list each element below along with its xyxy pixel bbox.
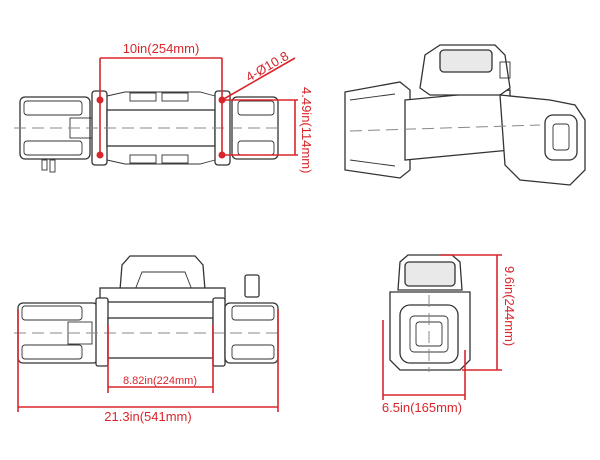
- side-height-label: 9.6in(244mm): [502, 266, 517, 346]
- overall-length-label: 21.3in(541mm): [104, 409, 191, 424]
- drum-length-label: 8.82in(224mm): [123, 375, 197, 387]
- side-width-label: 6.5in(165mm): [382, 400, 462, 415]
- iso-drum: [404, 89, 511, 161]
- front-view: 8.82in(224mm) 21.3in(541mm): [14, 255, 282, 424]
- side-view: 9.6in(244mm) 6.5in(165mm): [382, 254, 517, 415]
- solenoid-post: [244, 274, 260, 298]
- mount-hole: [96, 151, 104, 159]
- top-width-label: 10in(254mm): [123, 41, 200, 56]
- control-box: [119, 255, 206, 291]
- top-view: 10in(254mm) 4-Ø10.8 4.49in(114mm): [14, 41, 314, 173]
- isometric-view: [344, 44, 586, 186]
- hole-spec-label: 4-Ø10.8: [243, 48, 291, 84]
- mount-hole: [96, 96, 104, 104]
- top-frame: [99, 287, 226, 303]
- front-drum: [107, 317, 214, 359]
- top-height-label: 4.49in(114mm): [299, 87, 314, 173]
